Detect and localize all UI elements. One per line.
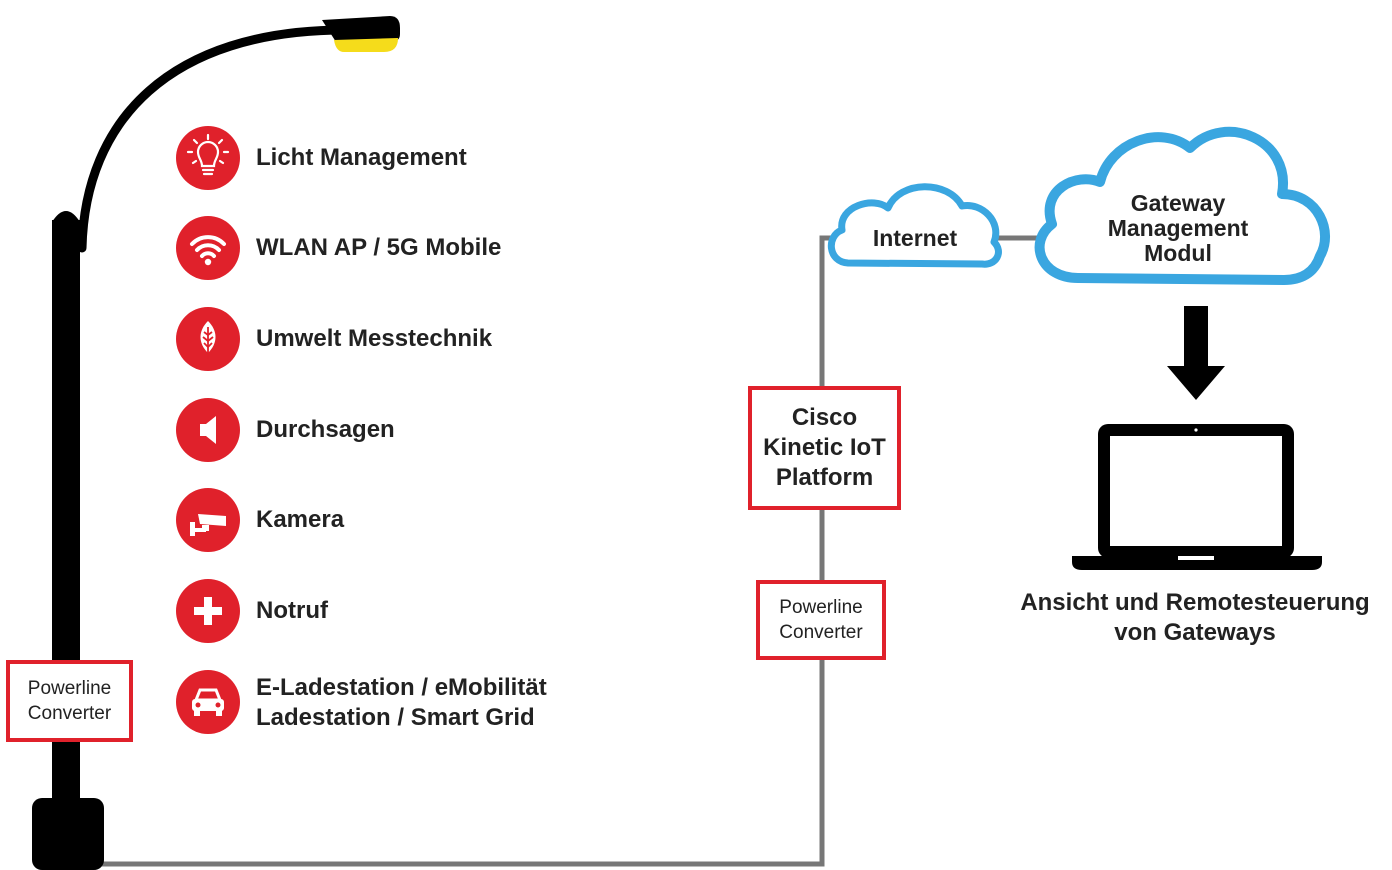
speaker-icon xyxy=(176,398,240,462)
plus-icon xyxy=(176,579,240,643)
feature-label: Kamera xyxy=(256,506,345,533)
feature-label: WLAN AP / 5G Mobile xyxy=(256,234,502,261)
feature-label: E-Ladestation / eMobilität Ladestation /… xyxy=(256,674,547,731)
internet-cloud xyxy=(828,183,1002,268)
gateway-label: Gateway Management Modul xyxy=(1107,190,1249,266)
pole-powerline-converter: Powerline Converter xyxy=(6,660,133,742)
internet-label: Internet xyxy=(872,225,958,251)
feature-label: Durchsagen xyxy=(256,416,395,443)
laptop-caption: Ansicht und Remotesteuerung von Gateways xyxy=(1020,589,1370,646)
feature-label: Notruf xyxy=(256,597,328,624)
feature-label: Umwelt Messtechnik xyxy=(256,325,493,352)
leaf-icon xyxy=(176,307,240,371)
lightbulb-icon xyxy=(176,126,240,190)
feature-label: Licht Management xyxy=(256,144,467,171)
arrow-down-icon xyxy=(1167,306,1225,400)
powerline-converter: Powerline Converter xyxy=(756,580,886,660)
gateway-cloud xyxy=(1034,126,1330,285)
car-icon xyxy=(176,670,240,734)
cisco-kinetic-box: Cisco Kinetic IoT Platform xyxy=(748,386,901,510)
wifi-icon xyxy=(176,216,240,280)
camera-icon xyxy=(176,488,240,552)
laptop-icon xyxy=(1072,424,1322,570)
